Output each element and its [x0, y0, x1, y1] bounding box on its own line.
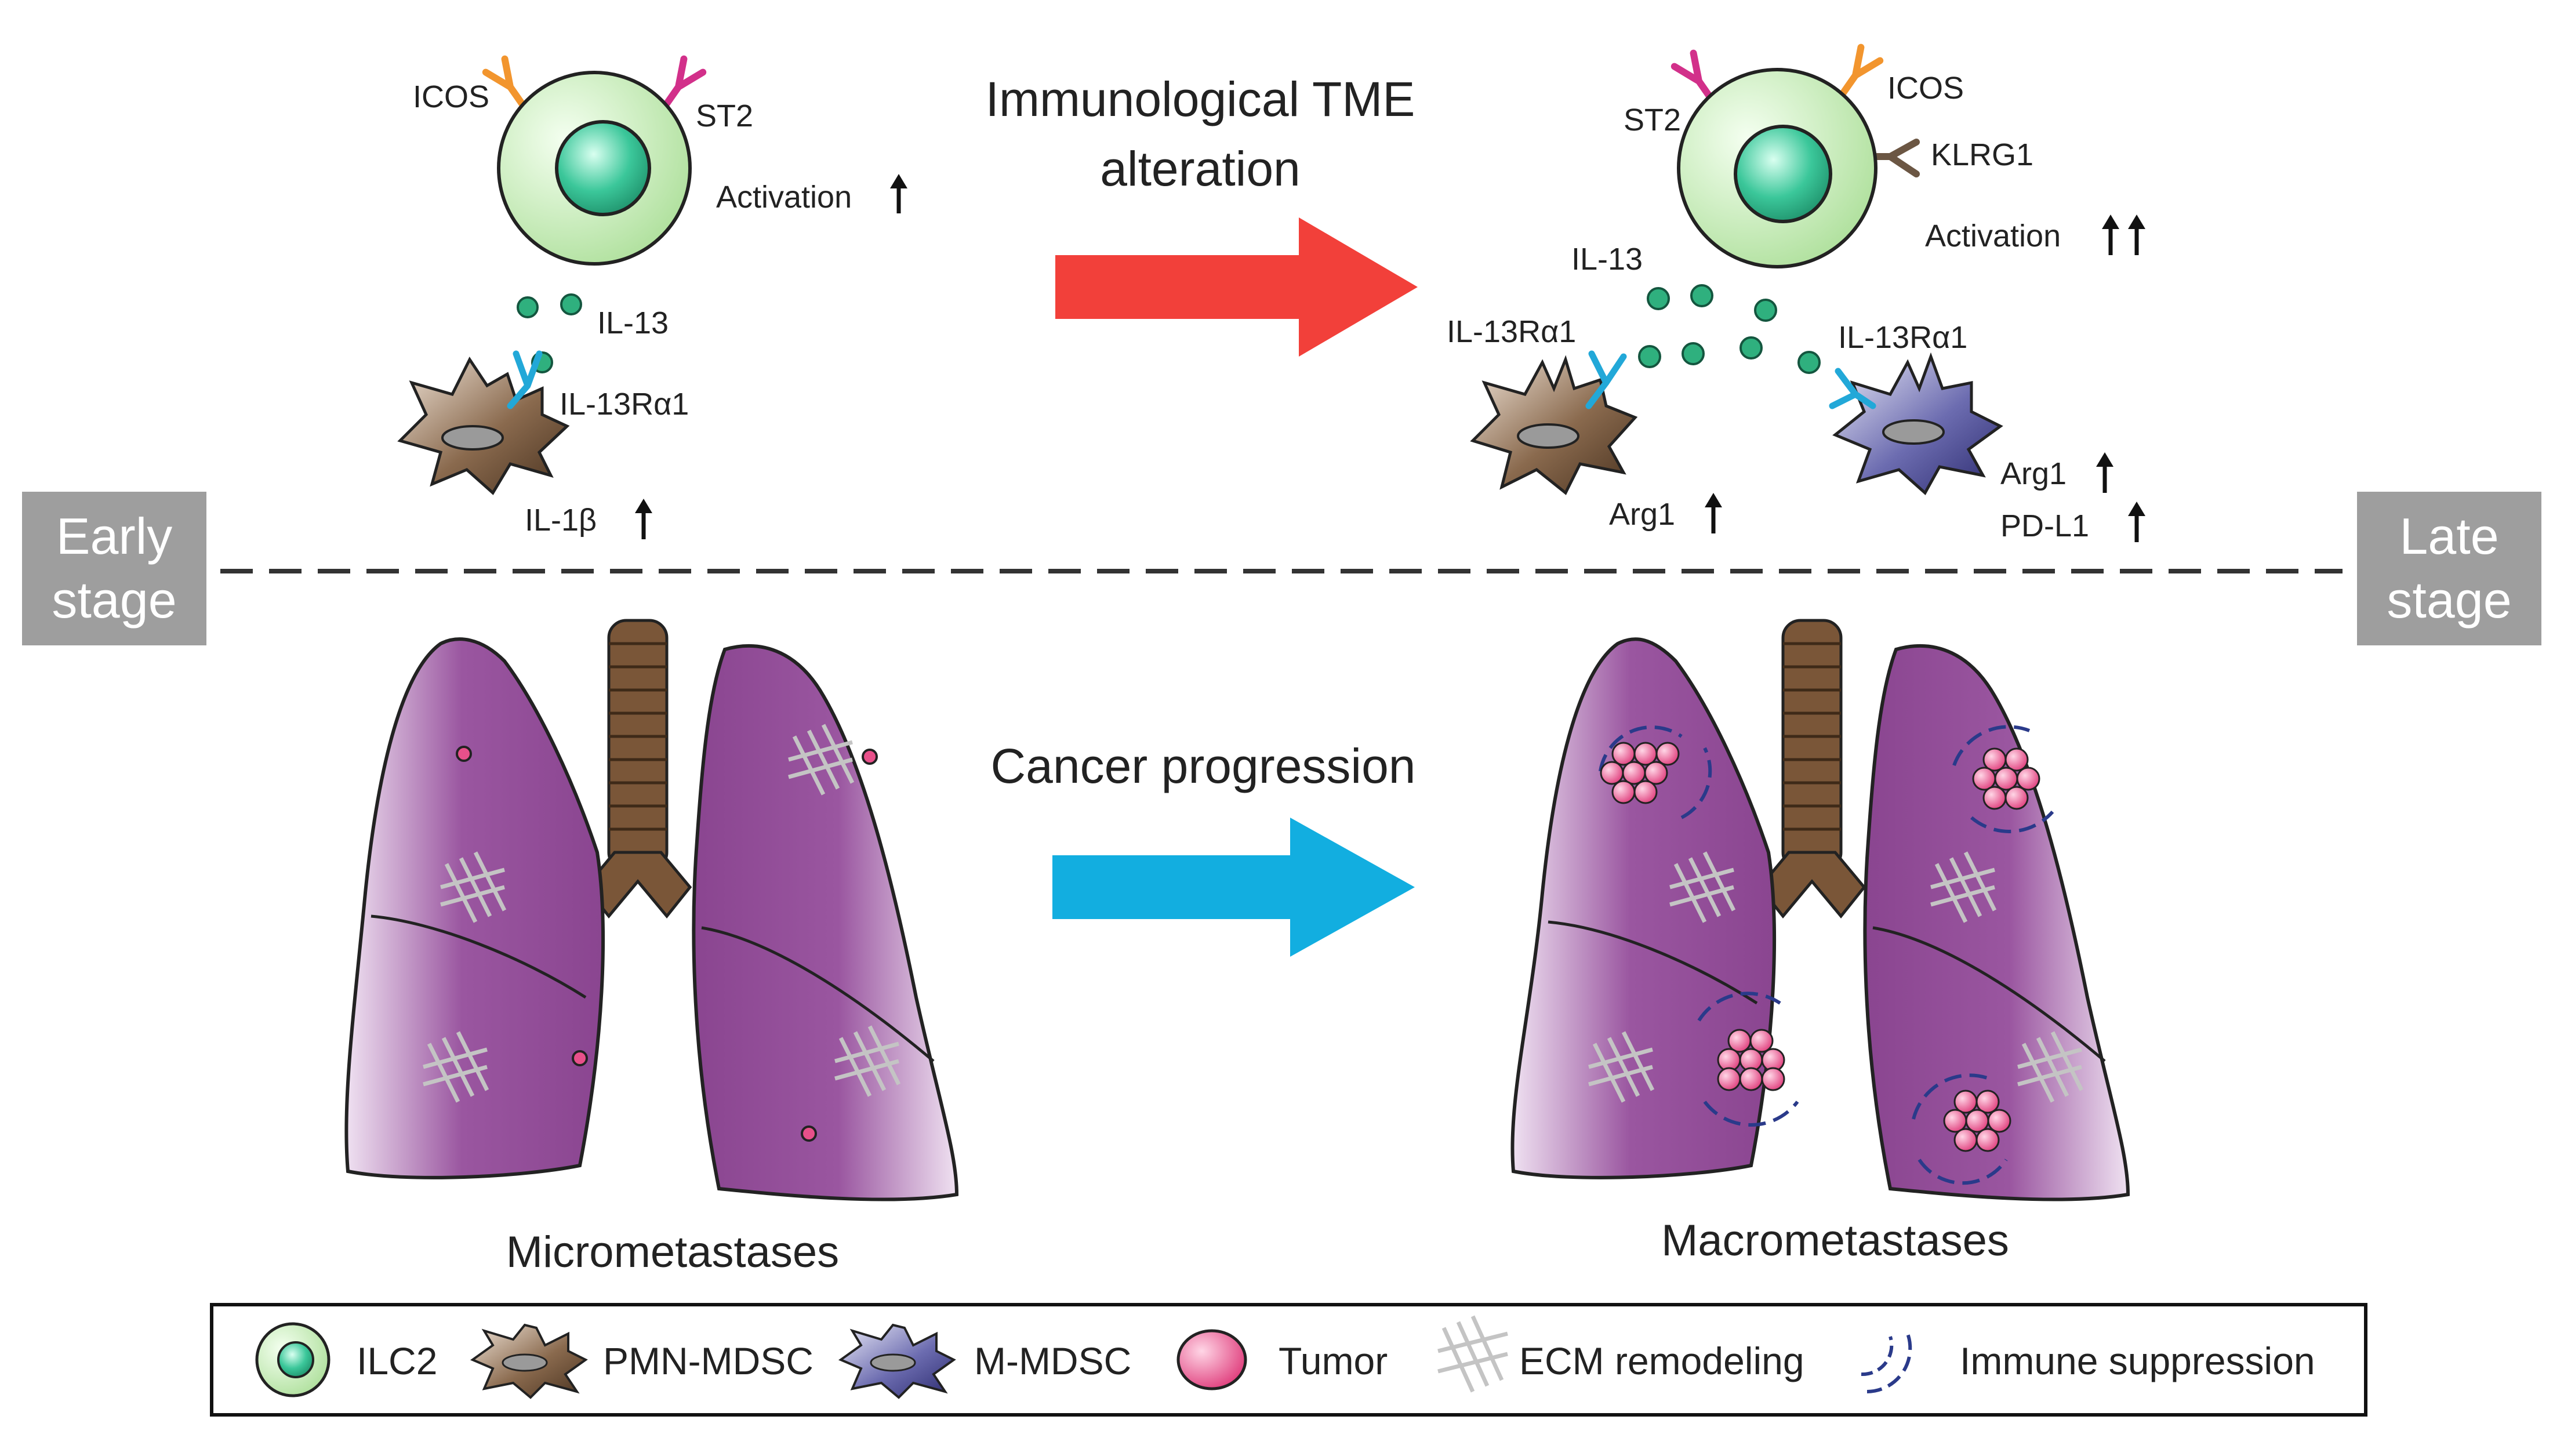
late-il13-dots: [1638, 284, 1821, 374]
ecm-remodeling-marks: [423, 724, 901, 1103]
late-il13r-left-label: IL-13Rα1: [1447, 314, 1576, 349]
legend-label-tumor: Tumor: [1279, 1339, 1388, 1382]
early-stage-box: [22, 492, 206, 645]
early-st2-label: ST2: [696, 99, 753, 133]
late-il13-label: IL-13: [1571, 242, 1643, 277]
legend-item-ecm-remodeling: ECM remodeling: [1437, 1315, 1804, 1393]
early-activation-label: Activation: [716, 180, 852, 215]
late-arg1-right-label: Arg1: [2000, 456, 2067, 491]
late-pmn-mdsc: [1470, 350, 1638, 495]
legend-label-ilc2: ILC2: [357, 1339, 437, 1382]
late-ilc2-cell: [1670, 43, 1920, 268]
early-stage-line2: stage: [52, 571, 176, 629]
early-il1b-label: IL-1β: [525, 503, 597, 538]
legend-label-m-mdsc: M-MDSC: [974, 1339, 1131, 1382]
early-lungs: [344, 619, 959, 1201]
left-lung-lobe: [1510, 637, 1776, 1179]
up-arrow-icon: [1705, 493, 1722, 533]
legend-item-pmn-mdsc: PMN-MDSC: [470, 1323, 814, 1399]
late-st2-label: ST2: [1624, 103, 1681, 137]
late-m-mdsc: [1829, 352, 2003, 495]
legend-label-ecm-remodeling: ECM remodeling: [1519, 1339, 1804, 1382]
ilc2-nucleus: [1734, 125, 1832, 223]
late-stage-line2: stage: [2387, 571, 2511, 629]
macrometastasis-tumor: [1697, 992, 1799, 1127]
il13r-receptor-icon: [507, 350, 543, 409]
micrometastases-caption: Micrometastases: [506, 1228, 839, 1277]
up-arrow-icon: [2128, 502, 2145, 542]
icos-receptor-icon: [1839, 43, 1884, 98]
legend: ILC2 PMN-MDSC M-MDSC Tumor ECM remodelin…: [210, 1303, 2367, 1417]
tme-arrow-label-line1: Immunological TME: [986, 72, 1415, 126]
up-arrow-icon: [890, 174, 907, 213]
double-up-arrow-icon: [2102, 215, 2145, 255]
early-icos-label: ICOS: [413, 79, 489, 114]
early-stage-badge: Early stage: [22, 492, 206, 645]
immune-suppression-icon: [1861, 1333, 1912, 1393]
late-il13r-right-label: IL-13Rα1: [1838, 320, 1967, 355]
up-arrow-icon: [2096, 452, 2113, 493]
micrometastasis-dots: [456, 746, 878, 1142]
il13r-receptor-icon: [1829, 368, 1876, 409]
tme-arrow-label-line2: alteration: [1100, 141, 1301, 196]
early-stage-line1: Early: [56, 507, 173, 565]
early-il13-dots: [517, 293, 582, 373]
late-stage-badge: Late stage: [2357, 492, 2541, 645]
early-il13-label: IL-13: [597, 306, 669, 340]
trachea-icon: [583, 619, 692, 918]
ilc2-nucleus: [555, 120, 651, 216]
early-il13r-label: IL-13Rα1: [560, 387, 689, 422]
legend-item-ilc2: ILC2: [255, 1322, 437, 1397]
late-arg1-left-label: Arg1: [1609, 497, 1675, 532]
tme-alteration-arrow: [1055, 217, 1418, 357]
cancer-progression-label: Cancer progression: [990, 739, 1415, 793]
late-activation-label: Activation: [1925, 219, 2061, 253]
early-pmn-mdsc: [397, 350, 570, 495]
right-lung-lobe: [1863, 644, 2130, 1201]
trachea-icon: [1757, 619, 1866, 918]
legend-item-tumor: Tumor: [1176, 1329, 1388, 1390]
legend-item-m-mdsc: M-MDSC: [838, 1323, 1131, 1399]
up-arrow-icon: [635, 499, 652, 539]
right-lung-lobe: [692, 644, 959, 1201]
macrometastasis-tumor: [1599, 725, 1712, 819]
left-lung-lobe: [344, 637, 605, 1179]
late-icos-label: ICOS: [1887, 71, 1964, 106]
late-stage-line1: Late: [2399, 507, 2498, 565]
cancer-progression-arrow: [1052, 818, 1415, 957]
macrometastasis-tumor: [1912, 1073, 2011, 1185]
early-ilc2-cell: [482, 55, 707, 266]
st2-receptor-icon: [662, 55, 707, 110]
macrometastases-caption: Macrometastases: [1661, 1216, 2009, 1265]
legend-label-pmn-mdsc: PMN-MDSC: [603, 1339, 814, 1382]
ecm-remodeling-marks: [1588, 851, 2084, 1103]
late-lungs: [1510, 619, 2130, 1201]
late-pdl1-label: PD-L1: [2000, 509, 2089, 543]
icos-receptor-icon: [482, 55, 527, 110]
macrometastasis-tumor: [1952, 725, 2054, 833]
legend-label-immune-suppression: Immune suppression: [1960, 1339, 2315, 1382]
late-stage-box: [2357, 492, 2541, 645]
il13r-receptor-icon: [1585, 350, 1627, 409]
tumor-icon: [1176, 1329, 1247, 1390]
legend-item-immune-suppression: Immune suppression: [1861, 1333, 2315, 1393]
ecm-remodeling-icon: [1437, 1315, 1508, 1393]
late-klrg1-label: KLRG1: [1931, 137, 2033, 172]
